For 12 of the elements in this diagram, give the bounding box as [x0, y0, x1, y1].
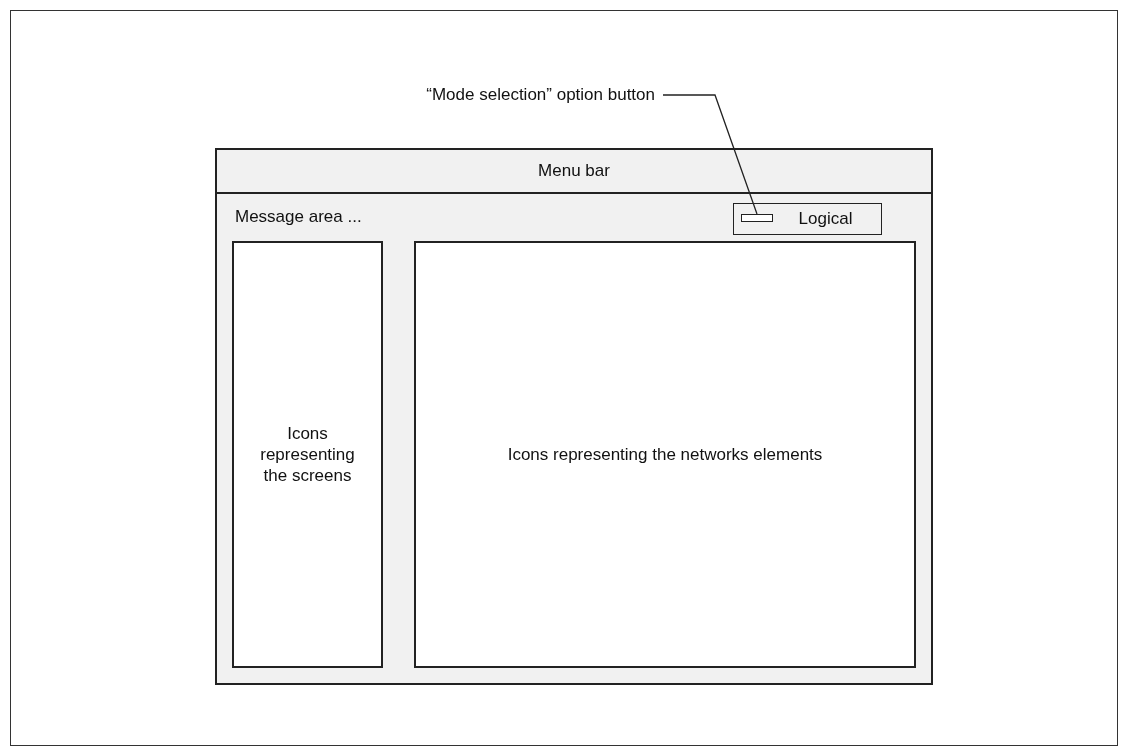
screens-panel — [232, 241, 383, 668]
panel-text: Icons representing the screens — [259, 422, 356, 487]
message-area-text: Message area ... — [235, 207, 362, 227]
button-label: Logical — [798, 208, 853, 230]
option-slot — [741, 214, 773, 222]
panel-text: Icons representing the networks elements — [507, 443, 823, 466]
callout-label: “Mode selection” option button — [380, 82, 655, 108]
leader-line — [662, 94, 758, 215]
option-button — [733, 203, 882, 235]
panel-text: Menu bar — [538, 160, 610, 182]
network-panel — [414, 241, 916, 668]
window-frame — [215, 148, 933, 685]
